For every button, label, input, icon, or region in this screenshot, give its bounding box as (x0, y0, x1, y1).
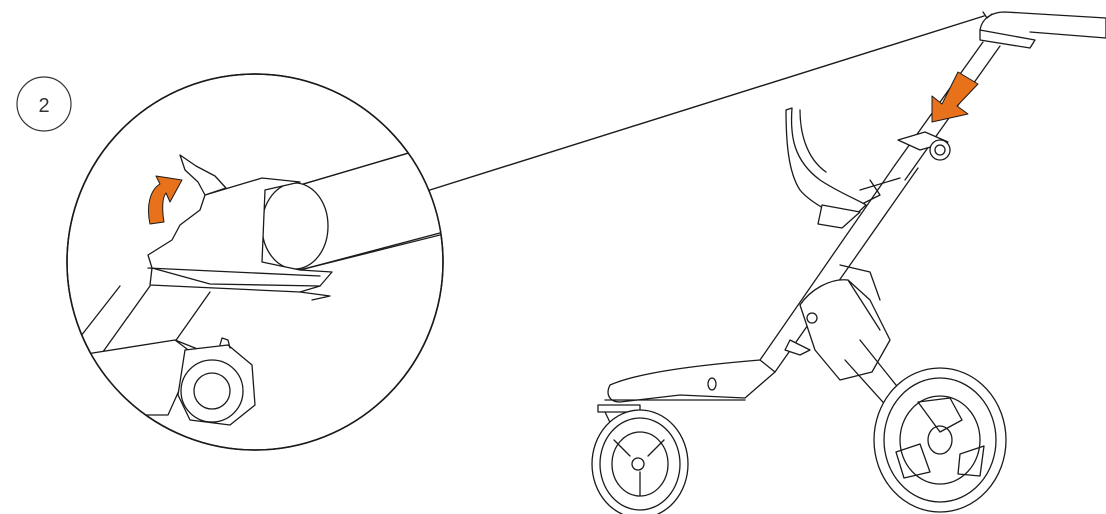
arrow-down-left-icon (931, 71, 979, 123)
front-wheel (591, 409, 689, 514)
rear-wheel (873, 367, 1007, 513)
zoom-leader-line (413, 15, 985, 196)
step-badge: 2 (16, 76, 72, 132)
step-number: 2 (38, 95, 49, 117)
zoom-detail-circle (66, 73, 444, 451)
curved-arrow-up-icon (147, 175, 183, 225)
stroller-illustration (591, 11, 1106, 514)
